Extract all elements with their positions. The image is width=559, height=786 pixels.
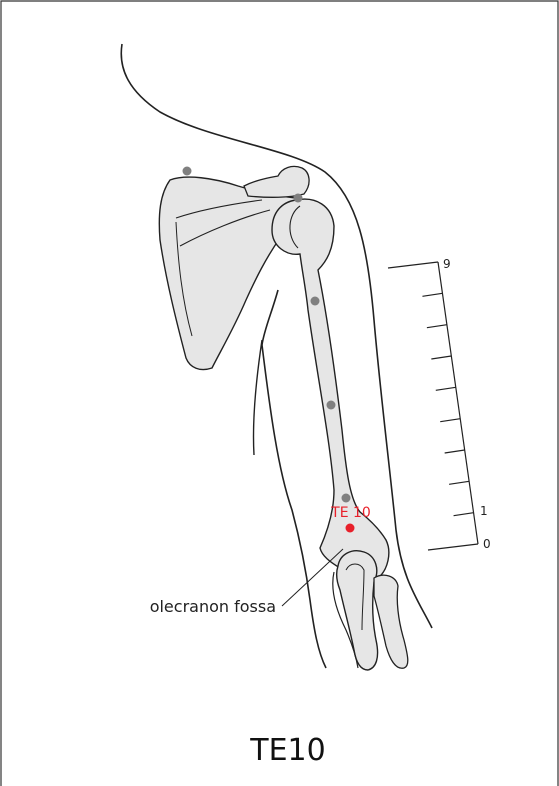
scale-label-zero: 0	[483, 537, 491, 551]
diagram-title: TE10	[249, 733, 325, 768]
acromion	[244, 166, 309, 197]
scale-tick	[388, 262, 438, 268]
scale-tick	[454, 513, 474, 516]
scale-tick	[422, 293, 442, 296]
point-label: TE 10	[330, 505, 371, 521]
acupoint-te10	[346, 524, 355, 533]
scale-tick	[449, 481, 469, 484]
measurement-scale	[388, 262, 478, 550]
scale-tick	[428, 544, 478, 550]
annotation-label: olecranon fossa	[150, 597, 276, 616]
acupoint-te13	[311, 297, 320, 306]
scale-tick	[445, 450, 465, 453]
humerus	[272, 199, 389, 580]
scale-tick	[436, 387, 456, 390]
scale-tick	[427, 325, 447, 328]
olecranon	[337, 551, 378, 670]
acupoint-te11	[342, 494, 351, 503]
scale-label-one: 1	[480, 504, 488, 518]
scale-label-top: 9	[443, 257, 451, 271]
inner-arm-outline	[253, 340, 262, 455]
radius	[374, 575, 408, 668]
scale-tick	[440, 419, 460, 422]
acupoint-te15	[183, 167, 192, 176]
acupoint-te12	[327, 401, 336, 410]
acupoint-te14	[294, 194, 303, 203]
scale-tick	[431, 356, 451, 359]
scale-spine	[438, 262, 478, 544]
